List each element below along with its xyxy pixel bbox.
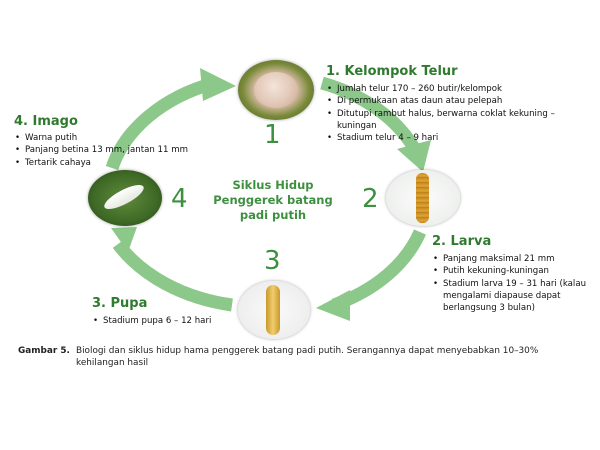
arrowhead-to-pupa (316, 290, 350, 321)
bullet-item: Putih kekuning-kuningan (432, 265, 594, 277)
moth-icon (101, 180, 146, 213)
bullet-item: Jumlah telur 170 – 260 butir/kelompok (326, 83, 576, 95)
stage-bullets-pupa: Stadium pupa 6 – 12 hari (92, 315, 232, 327)
bullet-item: Stadium pupa 6 – 12 hari (92, 315, 232, 327)
larva-icon (416, 173, 429, 223)
bullet-item: Tertarik cahaya (14, 157, 214, 169)
stage-bullets-larva: Panjang maksimal 21 mm Putih kekuning-ku… (432, 253, 594, 314)
pupa-icon (266, 285, 280, 335)
stage-title-egg: 1. Kelompok Telur (326, 64, 458, 79)
stage-number-2: 2 (362, 184, 379, 214)
stage-bullets-egg: Jumlah telur 170 – 260 butir/kelompok Di… (326, 83, 576, 144)
egg-mass-photo (238, 60, 314, 120)
caption-text: Biologi dan siklus hidup hama penggerek … (76, 345, 588, 369)
cycle-title: Siklus Hidup Penggerek batang padi putih (198, 178, 348, 223)
arrowhead-to-larva (397, 140, 431, 172)
stage-title-pupa: 3. Pupa (92, 296, 147, 311)
stage-title-larva: 2. Larva (432, 234, 491, 249)
bullet-item: Panjang betina 13 mm, jantan 11 mm (14, 144, 214, 156)
moth-photo (88, 170, 162, 226)
bullet-item: Stadium larva 19 – 31 hari (kalau mengal… (432, 278, 594, 315)
arrowhead-to-egg (200, 68, 236, 101)
bullet-item: Stadium telur 4 – 9 hari (326, 132, 576, 144)
bullet-item: Panjang maksimal 21 mm (432, 253, 594, 265)
caption-label: Gambar 5. (18, 345, 76, 369)
stage-number-4: 4 (171, 184, 188, 214)
pupa-photo (238, 281, 310, 339)
stage-title-imago: 4. Imago (14, 114, 78, 129)
bullet-item: Warna putih (14, 132, 214, 144)
stage-number-3: 3 (264, 246, 281, 276)
bullet-item: Di permukaan atas daun atau pelepah (326, 95, 576, 107)
figure-caption: Gambar 5. Biologi dan siklus hidup hama … (18, 345, 588, 369)
stage-number-1: 1 (264, 120, 281, 150)
egg-mass-icon (254, 72, 298, 108)
stage-bullets-imago: Warna putih Panjang betina 13 mm, jantan… (14, 132, 214, 169)
bullet-item: Ditutupi rambut halus, berwarna coklat k… (326, 108, 576, 133)
larva-photo (386, 170, 460, 226)
